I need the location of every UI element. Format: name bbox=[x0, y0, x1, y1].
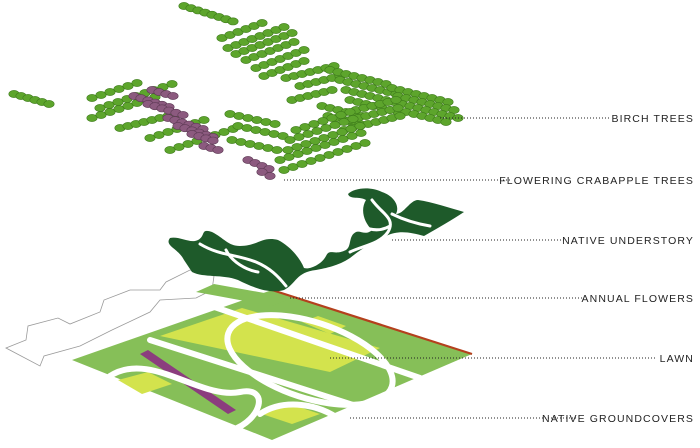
crabapple-tree bbox=[207, 136, 219, 145]
birch-tree bbox=[288, 38, 300, 46]
groundcover-back-strip bbox=[196, 284, 292, 306]
birch-tree bbox=[354, 122, 366, 130]
birch-tree bbox=[344, 108, 356, 116]
birch-tree bbox=[278, 166, 290, 174]
birch-tree bbox=[113, 85, 125, 93]
birch-tree bbox=[227, 17, 239, 26]
birch-tree bbox=[299, 123, 311, 131]
label-native-groundcovers: NATIVE GROUNDCOVERS bbox=[542, 413, 694, 425]
birch-tree bbox=[122, 82, 134, 90]
birch-tree bbox=[345, 125, 357, 133]
birch-tree bbox=[329, 121, 341, 129]
tree-canopy-layer bbox=[8, 2, 464, 180]
birch-tree bbox=[318, 134, 330, 142]
garden-paths bbox=[107, 299, 423, 433]
birch-tree bbox=[296, 160, 308, 168]
birch-tree bbox=[95, 91, 107, 99]
birch-tree bbox=[300, 140, 312, 148]
birch-tree bbox=[350, 142, 362, 150]
birch-tree bbox=[282, 146, 294, 154]
birch-tree bbox=[347, 115, 359, 123]
birch-tree bbox=[278, 23, 290, 31]
birch-tree bbox=[298, 46, 310, 54]
birch-tree bbox=[355, 129, 367, 137]
birch-tree bbox=[131, 79, 143, 87]
birch-tree bbox=[291, 143, 303, 151]
birch-tree bbox=[314, 154, 326, 162]
groundcover-area bbox=[72, 290, 472, 440]
birch-tree bbox=[335, 111, 347, 119]
birch-tree bbox=[293, 133, 305, 141]
birch-tree bbox=[113, 105, 125, 113]
birch-tree bbox=[173, 143, 185, 151]
birch-tree bbox=[153, 131, 165, 139]
birch-tree bbox=[440, 118, 452, 126]
crabapple-tree bbox=[256, 168, 268, 176]
label-flowering-crabapple-trees: FLOWERING CRABAPPLE TREES bbox=[499, 175, 694, 187]
birch-tree bbox=[104, 88, 116, 96]
birch-tree bbox=[394, 112, 406, 120]
understory-layer bbox=[168, 188, 464, 292]
lawn-area-main bbox=[160, 308, 380, 372]
crabapple-tree bbox=[264, 172, 276, 180]
birch-tree bbox=[305, 157, 317, 165]
birch-tree bbox=[166, 80, 178, 88]
birch-tree bbox=[326, 114, 338, 122]
label-native-understory: NATIVE UNDERSTORY bbox=[562, 235, 694, 247]
birch-tree bbox=[336, 128, 348, 136]
birch-tree bbox=[392, 104, 404, 112]
label-birch-trees: BIRCH TREES bbox=[611, 113, 694, 125]
crabapple-tree bbox=[167, 92, 179, 100]
birch-tree bbox=[104, 108, 116, 116]
crabapple-tree bbox=[177, 111, 189, 119]
birch-tree bbox=[269, 120, 281, 128]
birch-tree bbox=[359, 139, 371, 147]
birch-tree bbox=[327, 131, 339, 139]
birch-tree bbox=[320, 124, 332, 132]
birch-tree bbox=[287, 163, 299, 171]
annual-flowers-edge bbox=[271, 288, 473, 356]
birch-tree bbox=[256, 19, 268, 27]
birch-tree bbox=[95, 111, 107, 119]
birch-tree bbox=[274, 156, 286, 164]
birch-tree bbox=[298, 57, 310, 65]
birch-tree bbox=[122, 102, 134, 110]
birch-tree bbox=[86, 114, 98, 122]
birch-tree bbox=[332, 148, 344, 156]
birch-tree bbox=[308, 120, 320, 128]
understory-paths bbox=[198, 198, 432, 288]
birch-tree bbox=[144, 134, 156, 142]
lawn-area-left bbox=[118, 372, 172, 394]
birch-tree bbox=[43, 100, 55, 108]
birch-tree bbox=[271, 146, 283, 154]
layer-labels: BIRCH TREES FLOWERING CRABAPPLE TREES NA… bbox=[284, 113, 694, 425]
birch-tree bbox=[302, 130, 314, 138]
birch-tree bbox=[182, 140, 194, 148]
birch-tree bbox=[86, 94, 98, 102]
birch-tree bbox=[290, 126, 302, 134]
birch-tree bbox=[164, 146, 176, 154]
birch-tree bbox=[390, 96, 402, 104]
label-lawn: LAWN bbox=[660, 353, 694, 365]
birch-tree bbox=[309, 137, 321, 145]
birch-tree bbox=[341, 145, 353, 153]
groundcover-layer bbox=[5, 269, 473, 440]
birch-tree bbox=[162, 128, 174, 136]
birch-tree bbox=[326, 86, 338, 94]
birch-tree bbox=[284, 136, 296, 144]
birch-tree bbox=[198, 116, 210, 124]
birch-tree bbox=[218, 128, 230, 136]
crabapple-tree bbox=[212, 146, 224, 154]
birch-tree bbox=[323, 151, 335, 159]
birch-tree bbox=[311, 127, 323, 135]
label-annual-flowers: ANNUAL FLOWERS bbox=[582, 293, 694, 305]
birch-tree bbox=[317, 117, 329, 125]
birch-tree bbox=[286, 29, 298, 37]
site-outline bbox=[5, 269, 215, 367]
birch-tree bbox=[338, 118, 350, 126]
